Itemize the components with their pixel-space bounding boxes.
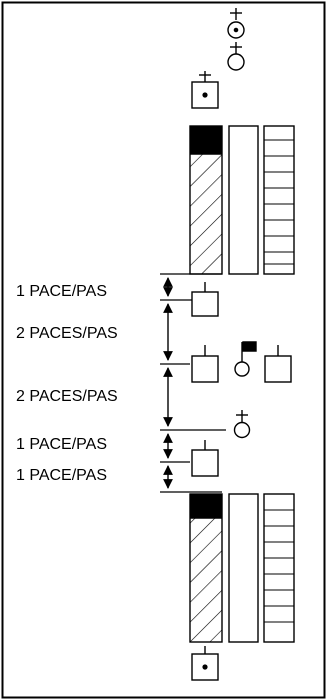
- solid-cap-upper: [190, 126, 222, 154]
- reference-lines: [160, 273, 226, 493]
- guide-box-1: [191, 282, 219, 317]
- distance-label-1-pace-c: 1 PACE/PAS: [16, 467, 107, 484]
- guide-box-2: [191, 440, 219, 477]
- solid-cap-lower: [190, 494, 222, 518]
- distance-label-2-paces-b: 2 PACES/PAS: [16, 388, 118, 405]
- officer-symbol-top: [227, 42, 245, 71]
- lined-column-lower: [263, 493, 295, 643]
- plain-column-lower: [228, 493, 259, 643]
- lined-column-upper: [263, 125, 295, 275]
- flag-bearer-symbol: [234, 341, 257, 377]
- marker-box-bottom: [191, 646, 219, 681]
- officer-symbol-middle: [233, 410, 251, 439]
- distance-label-2-paces-a: 2 PACES/PAS: [16, 325, 118, 342]
- marker-box-top: [191, 71, 219, 109]
- distance-label-1-pace-a: 1 PACE/PAS: [16, 283, 107, 300]
- distance-label-1-pace-b: 1 PACE/PAS: [16, 436, 107, 453]
- reviewing-officer-symbol: [227, 8, 245, 39]
- plain-column-upper: [228, 125, 259, 275]
- upper-formation-block: [189, 125, 295, 275]
- colour-party-row: [191, 345, 292, 383]
- lower-formation-block: [189, 493, 295, 643]
